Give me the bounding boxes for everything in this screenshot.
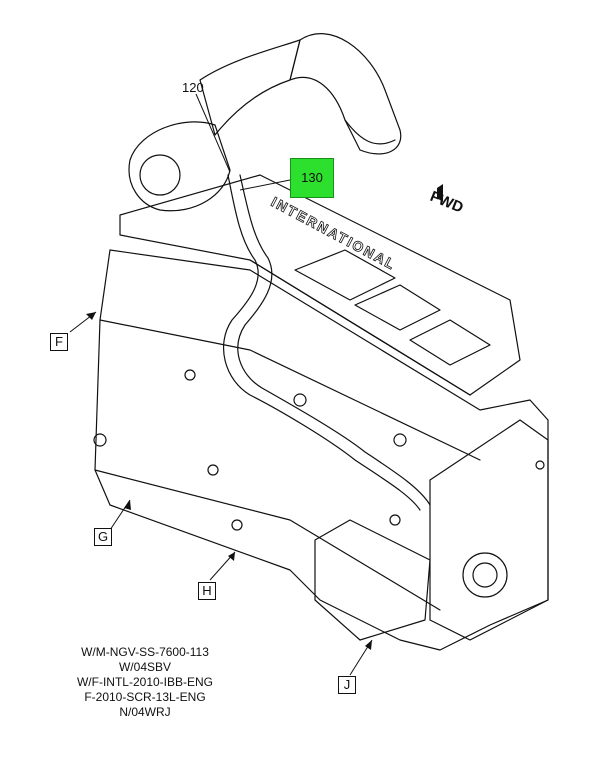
leader-130 [239, 179, 291, 191]
reference-notes: W/M-NGV-SS-7600-113 W/04SBV W/F-INTL-201… [70, 645, 220, 720]
view-label-J: J [338, 676, 356, 694]
reference-note: F-2010-SCR-13L-ENG [84, 690, 206, 704]
view-label-H: H [198, 582, 216, 600]
intake-duct [289, 33, 402, 155]
reference-note: N/04WRJ [119, 705, 171, 719]
reference-note: W/F-INTL-2010-IBB-ENG [76, 675, 214, 689]
arrowhead-F [86, 312, 96, 320]
turbo-housing [128, 121, 231, 212]
arrowhead-J [365, 640, 372, 650]
callout-120: 120 [182, 80, 204, 95]
view-label-G: G [94, 528, 112, 546]
engine-block [94, 249, 549, 651]
leader-120 [195, 93, 231, 173]
callout-130-highlight[interactable]: 130 [290, 158, 334, 198]
reference-note: W/M-NGV-SS-7600-113 [81, 645, 209, 659]
arrowhead-H [228, 552, 235, 561]
reference-note: W/04SBV [118, 660, 172, 674]
arrowhead-G [124, 500, 131, 510]
fwd-arrow-icon [437, 184, 443, 202]
coolant-pipe [223, 174, 421, 511]
lower-module [314, 519, 431, 641]
engine-branding: INTERNATIONAL [269, 194, 400, 274]
view-label-F: F [50, 333, 68, 351]
